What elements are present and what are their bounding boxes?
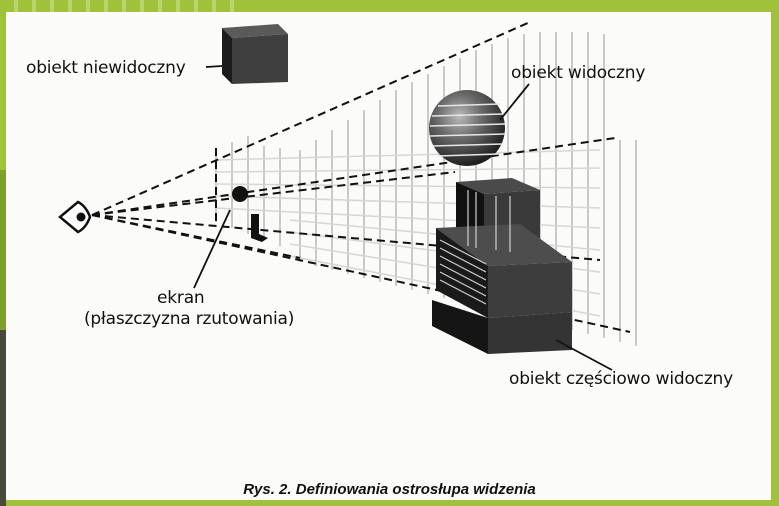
- figure-caption: Rys. 2. Definiowania ostrosłupa widzenia: [243, 481, 536, 498]
- label-screen: ekran: [157, 288, 205, 308]
- label-screen-plane: (płaszczyzna rzutowania): [84, 309, 295, 329]
- left-decorative-strip-bottom: [0, 330, 6, 506]
- left-decorative-strip-mid: [0, 170, 6, 330]
- leader-lines: [193, 65, 613, 371]
- invisible-object: [222, 24, 288, 84]
- visible-object-sphere: [429, 90, 506, 166]
- label-invisible-object: obiekt niewidoczny: [26, 58, 186, 78]
- top-decorative-bar: [0, 0, 240, 12]
- label-partial-object: obiekt częściowo widoczny: [509, 369, 733, 389]
- label-visible-object: obiekt widoczny: [511, 63, 646, 83]
- partial-object: [432, 178, 572, 354]
- screen-projections: [232, 186, 268, 242]
- eye-icon: [58, 200, 92, 234]
